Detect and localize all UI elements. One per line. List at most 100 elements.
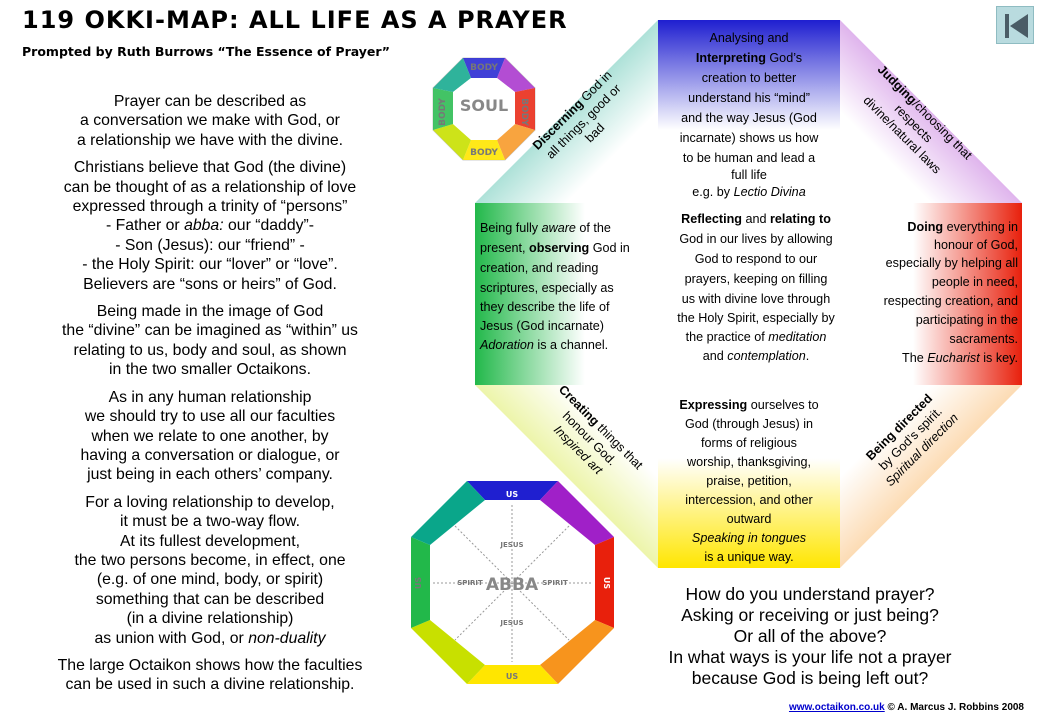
svg-text:by God’s spirit.: by God’s spirit. [876,404,945,473]
svg-text:Speaking in tongues: Speaking in tongues [692,531,807,545]
svg-text:forms of religious: forms of religious [701,436,797,450]
svg-text:Expressing ourselves to: Expressing ourselves to [679,398,818,412]
loving-relationship-paragraph: For a loving relationship to develop, it… [74,493,346,647]
us-label: US [602,577,611,589]
svg-text:sacraments.: sacraments. [949,332,1018,346]
svg-text:honour God.: honour God. [560,409,619,468]
closing-paragraph: The large Octaikon shows how the faculti… [57,656,363,694]
jesus-label: JESUS [499,619,523,627]
bottom-segment-text: Expressing ourselves to God (through Jes… [679,398,818,564]
body-label: BODY [470,63,498,73]
body-label: BODY [470,148,498,158]
svg-text:Reflecting and relating to: Reflecting and relating to [681,212,831,226]
svg-text:God in our lives by allowing: God in our lives by allowing [679,232,832,246]
bottom-left-segment-text: Creating things that honour God. Inspire… [551,382,646,478]
copyright: © A. Marcus J. Robbins 2008 [884,702,1025,713]
small-soul-octaikon: SOUL BODY BODY BODY BODY [432,57,536,161]
back-button[interactable] [996,6,1034,44]
top-right-segment-text: Judging/choosing that respects divine/na… [861,62,976,176]
left-segment-text: Being fully aware of the present, observ… [479,221,630,352]
segment-bottom-left [475,385,658,568]
intro-text: Prayer can be described as a conversatio… [20,92,400,703]
svg-text:Being directed: Being directed [863,391,935,463]
svg-text:Creating things that: Creating things that [556,382,646,472]
spirit-label: SPIRIT [457,579,483,587]
svg-text:respecting creation, and: respecting creation, and [884,294,1018,308]
segment-left [475,203,658,385]
svg-text:creation, and reading: creation, and reading [480,261,598,275]
svg-text:Adoration is a channel.: Adoration is a channel. [479,338,608,352]
svg-text:is a unique way.: is a unique way. [704,550,793,564]
svg-text:creation to better: creation to better [702,71,797,85]
svg-text:to be human and lead a: to be human and lead a [683,151,815,165]
svg-text:scriptures, especially as: scriptures, especially as [480,281,614,295]
svg-text:prayers, keeping on filling: prayers, keeping on filling [685,272,828,286]
svg-text:Being fully aware of the: Being fully aware of the [480,221,611,235]
svg-text:all things, good or: all things, good or [543,81,623,161]
svg-text:people in need,: people in need, [932,275,1018,289]
reflection-questions: How do you understand prayer? Asking or … [668,584,952,688]
svg-text:especially by helping all: especially by helping all [886,256,1018,270]
segment-top-left [475,20,658,203]
trinity-paragraph: Christians believe that God (the divine)… [63,159,357,293]
jesus-label: JESUS [499,541,523,549]
svg-text:Jesus (God incarnate): Jesus (God incarnate) [480,319,604,333]
image-of-god-paragraph: Being made in the image of God the “divi… [62,303,358,379]
body-label: BODY [519,98,529,126]
svg-text:honour of God,: honour of God, [934,238,1018,252]
svg-text:Doing everything in: Doing everything in [907,220,1018,234]
svg-text:intercession, and other: intercession, and other [685,493,812,507]
segment-bottom-right [840,385,1022,568]
svg-text:understand his “mind”: understand his “mind” [688,91,810,105]
us-label: US [506,490,518,499]
svg-text:e.g. by Lectio Divina: e.g. by Lectio Divina [692,185,805,199]
website-link[interactable]: www.octaikon.co.uk [788,702,885,713]
intro-paragraph: Prayer can be described as a conversatio… [76,93,344,149]
svg-text:respects: respects [892,102,936,146]
svg-text:the practice of meditation: the practice of meditation [686,330,827,344]
svg-text:God (through Jesus) in: God (through Jesus) in [685,417,813,431]
abba-label: ABBA [486,575,539,595]
svg-text:us with divine love through: us with divine love through [682,292,830,306]
footer: www.octaikon.co.uk © A. Marcus J. Robbin… [789,702,1024,713]
svg-text:Judging/choosing that: Judging/choosing that [875,62,975,162]
center-segment-text: Reflecting and relating to God in our li… [677,212,835,363]
svg-text:outward: outward [727,512,772,526]
segment-center [658,203,840,385]
spirit-label: SPIRIT [542,579,568,587]
right-segment-text: Doing everything in honour of God, espec… [884,220,1018,365]
page-title: 119 OKKI-MAP: ALL LIFE AS A PRAYER [22,6,568,34]
svg-text:Spiritual direction: Spiritual direction [883,411,961,489]
bottom-right-segment-text: Being directed by God’s spirit. Spiritua… [863,391,961,489]
body-label: BODY [438,98,448,126]
svg-text:Discerning God in: Discerning God in [530,68,615,153]
svg-text:full life: full life [731,168,767,182]
segment-right [840,203,1022,385]
svg-text:Inspired art: Inspired art [551,423,606,478]
svg-text:they describe the life of: they describe the life of [480,300,610,314]
svg-text:Analysing and: Analysing and [709,31,788,45]
svg-text:present, observing God in: present, observing God in [480,241,630,255]
abba-octaikon: ABBA JESUS JESUS SPIRIT SPIRIT US US US … [411,481,614,684]
svg-text:the Holy Spirit, especially by: the Holy Spirit, especially by [677,311,835,325]
svg-text:Interpreting God’s: Interpreting God’s [696,51,802,65]
soul-label: SOUL [460,96,508,115]
svg-text:worship, thanksgiving,: worship, thanksgiving, [686,455,811,469]
top-left-segment-text: Discerning God in all things, good or ba… [530,68,624,162]
svg-text:and contemplation.: and contemplation. [703,349,809,363]
us-label: US [414,577,423,589]
svg-text:praise, petition,: praise, petition, [706,474,791,488]
svg-text:God to respond to our: God to respond to our [695,252,818,266]
svg-text:and the way Jesus (God: and the way Jesus (God [681,111,817,125]
large-octaikon [475,20,1022,568]
page-subtitle: Prompted by Ruth Burrows “The Essence of… [22,44,391,59]
us-label: US [506,672,518,681]
top-segment-text: Analysing and Interpreting God’s creatio… [680,31,820,199]
skip-back-icon [1005,14,1028,38]
segment-top-right [840,20,1022,203]
segment-top [658,20,840,203]
segment-bottom [658,385,840,568]
svg-text:The Eucharist is key.: The Eucharist is key. [902,351,1018,365]
svg-text:participating in the: participating in the [916,313,1018,327]
svg-text:bad: bad [583,121,608,146]
